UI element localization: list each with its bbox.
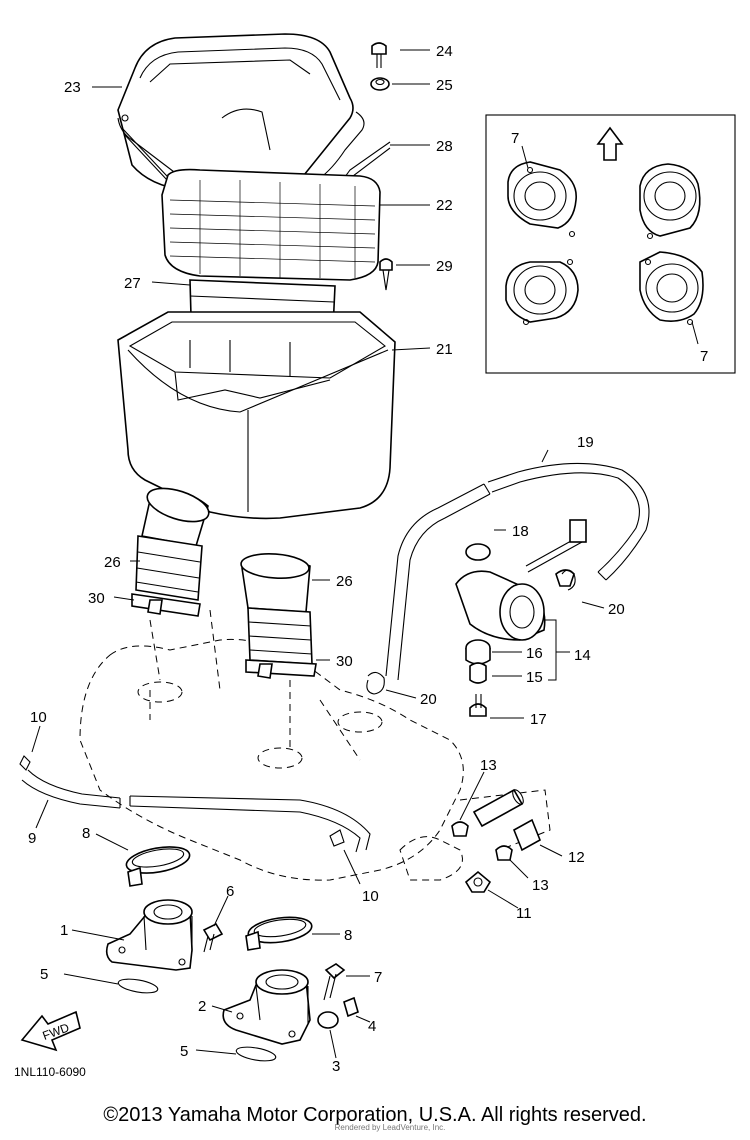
solenoid-valve bbox=[455, 519, 587, 641]
label-10-upper: 10 bbox=[30, 709, 47, 726]
hose-19 bbox=[385, 462, 650, 681]
label-2: 2 bbox=[198, 998, 206, 1015]
label-20-lower: 20 bbox=[420, 691, 437, 708]
label-3: 3 bbox=[332, 1058, 340, 1075]
render-watermark: Rendered by LeadVenture, Inc. bbox=[334, 1123, 446, 1132]
damper-16 bbox=[465, 639, 491, 665]
engine-carburetor-outline bbox=[79, 609, 551, 881]
carburetor-joint-1 bbox=[105, 899, 193, 971]
bolt-24 bbox=[371, 42, 387, 68]
label-10-lower: 10 bbox=[362, 888, 379, 905]
joint-top-right bbox=[639, 163, 701, 240]
copyright-notice: ©2013 Yamaha Motor Corporation, U.S.A. A… bbox=[103, 1104, 647, 1126]
bolt-7 bbox=[323, 963, 346, 1001]
label-16: 16 bbox=[526, 645, 543, 662]
o-ring-5-upper bbox=[117, 978, 159, 994]
label-26-left: 26 bbox=[104, 554, 121, 571]
label-5-lower: 5 bbox=[180, 1043, 188, 1060]
clamp-right bbox=[245, 659, 317, 679]
air-filter-element bbox=[161, 168, 381, 281]
label-12: 12 bbox=[568, 849, 585, 866]
clamp-8-lower bbox=[245, 916, 313, 951]
bolt-17 bbox=[469, 694, 487, 717]
joint-bottom-left bbox=[505, 258, 579, 326]
label-9: 9 bbox=[28, 830, 36, 847]
label-7-inset-bottom: 7 bbox=[700, 348, 708, 365]
air-filter-case bbox=[117, 311, 396, 520]
part-number-labels: 23 24 25 28 22 29 27 21 7 7 19 26 30 26 … bbox=[14, 43, 708, 1079]
label-27: 27 bbox=[124, 275, 141, 292]
joint-bottom-right bbox=[639, 251, 704, 326]
cap-3 bbox=[317, 1011, 339, 1029]
label-18: 18 bbox=[512, 523, 529, 540]
inset-joint-view bbox=[485, 114, 736, 374]
label-19: 19 bbox=[577, 434, 594, 451]
label-22: 22 bbox=[436, 197, 453, 214]
label-28: 28 bbox=[436, 138, 453, 155]
label-30-right: 30 bbox=[336, 653, 353, 670]
joint-hose-left bbox=[135, 487, 210, 601]
screw-29 bbox=[379, 258, 393, 291]
clip-20-lower bbox=[366, 671, 385, 695]
washer-25 bbox=[370, 77, 390, 91]
label-8-upper: 8 bbox=[82, 825, 90, 842]
carburetor-joint-2 bbox=[222, 969, 311, 1045]
joint-top-left bbox=[507, 161, 577, 238]
label-11: 11 bbox=[516, 905, 532, 922]
bolt-6 bbox=[202, 922, 224, 953]
label-24: 24 bbox=[436, 43, 453, 60]
diagram-code: 1NL110-6090 bbox=[14, 1065, 86, 1079]
hose-9 bbox=[21, 769, 371, 853]
cap-4 bbox=[343, 996, 359, 1018]
label-23: 23 bbox=[64, 79, 81, 96]
label-4: 4 bbox=[368, 1018, 376, 1035]
label-13-upper: 13 bbox=[480, 757, 497, 774]
clip-13-lower bbox=[495, 845, 513, 861]
label-30-left: 30 bbox=[88, 590, 105, 607]
fitting-11 bbox=[464, 870, 492, 893]
clamp-8-upper bbox=[125, 846, 191, 887]
clamp-left bbox=[131, 593, 201, 617]
label-25: 25 bbox=[436, 77, 453, 94]
o-ring-5-lower bbox=[235, 1046, 277, 1062]
hose-12 bbox=[472, 788, 542, 852]
clip-20-upper bbox=[561, 569, 576, 591]
label-6: 6 bbox=[226, 883, 234, 900]
label-8-lower: 8 bbox=[344, 927, 352, 944]
joint-hose-right bbox=[240, 552, 313, 665]
label-21: 21 bbox=[436, 341, 453, 358]
clip-10-upper bbox=[19, 755, 31, 771]
label-14: 14 bbox=[574, 647, 591, 664]
collar-15 bbox=[469, 662, 487, 684]
label-15: 15 bbox=[526, 669, 543, 686]
clip-13-upper bbox=[451, 821, 469, 837]
label-26-right: 26 bbox=[336, 573, 353, 590]
label-17: 17 bbox=[530, 711, 547, 728]
label-29: 29 bbox=[436, 258, 453, 275]
label-13-lower: 13 bbox=[532, 877, 549, 894]
label-20-upper: 20 bbox=[608, 601, 625, 618]
clip-10-lower bbox=[329, 829, 345, 847]
up-arrow-icon bbox=[596, 126, 624, 161]
label-1: 1 bbox=[60, 922, 68, 939]
label-5-upper: 5 bbox=[40, 966, 48, 983]
leader-lines bbox=[31, 49, 699, 1059]
label-7-inset-top: 7 bbox=[511, 130, 519, 147]
grommet-18 bbox=[465, 543, 491, 561]
label-7-bolt: 7 bbox=[374, 969, 382, 986]
fwd-arrow-icon: FWD bbox=[20, 1010, 81, 1052]
